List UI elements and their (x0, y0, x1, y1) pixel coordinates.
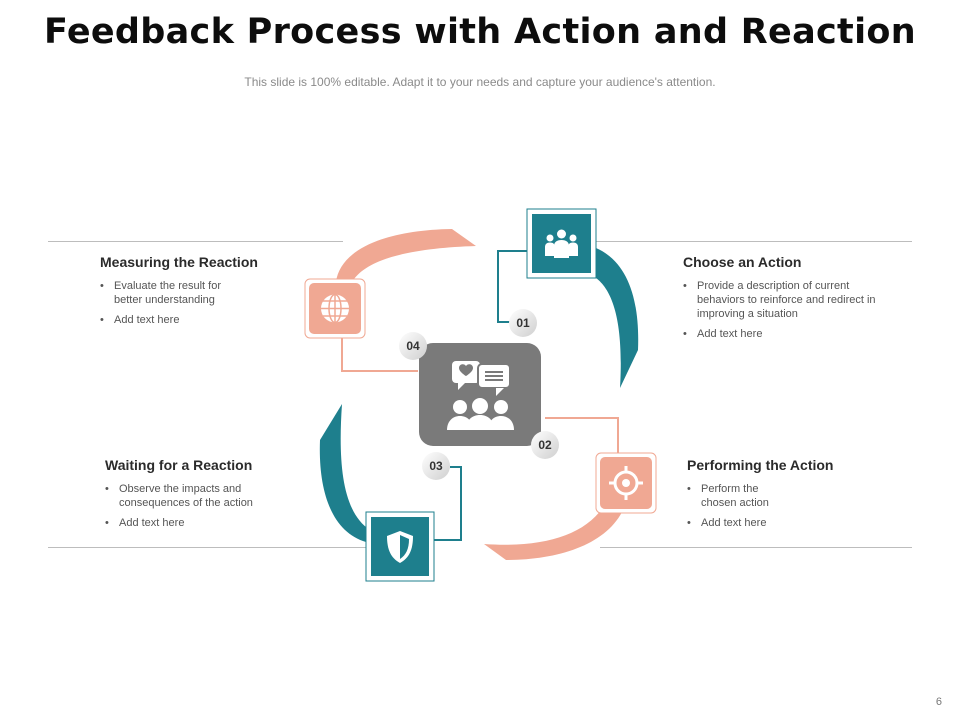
step-01-bullet: Provide a description of current behavio… (683, 279, 877, 321)
step-03-bullet: Add text here (105, 516, 305, 530)
arrow-teal-right (596, 248, 639, 388)
step-04-text-block: Measuring the Reaction Evaluate the resu… (100, 254, 300, 333)
connector-01 (497, 250, 527, 323)
page-number: 6 (935, 696, 942, 708)
step-04-badge: 04 (399, 332, 427, 360)
slide-title: Feedback Process with Action and Reactio… (44, 12, 916, 52)
arrow-salmon-top (336, 229, 476, 286)
step-03-heading: Waiting for a Reaction (105, 457, 253, 473)
step-01-number: 01 (516, 316, 530, 330)
step-04-icon-tile (304, 278, 366, 339)
step-03-icon-tile (365, 511, 435, 582)
step-04-bullet: Add text here (100, 313, 300, 327)
target-icon (609, 466, 643, 500)
step-04-bullets: Evaluate the result for better understan… (100, 279, 300, 327)
step-01-bullets: Provide a description of current behavio… (683, 279, 883, 341)
step-04-bullet: Evaluate the result for better understan… (100, 279, 244, 307)
step-02-bullets: Perform the chosen action Add text here (687, 482, 887, 530)
step-02-text-block: Performing the Action Perform the chosen… (687, 457, 887, 536)
step-02-icon-tile (595, 452, 657, 514)
step-04-number: 04 (406, 339, 420, 353)
step-03-badge: 03 (422, 452, 450, 480)
bottom-divider-left (48, 547, 366, 548)
step-01-icon-tile (526, 208, 597, 279)
connector-03 (429, 466, 462, 541)
step-01-text-block: Choose an Action Provide a description o… (683, 254, 883, 347)
step-03-bullet: Observe the impacts and consequences of … (105, 482, 279, 510)
connector-04 (341, 338, 418, 372)
step-02-heading: Performing the Action (687, 457, 834, 473)
arrow-teal-left (319, 404, 370, 542)
step-01-heading: Choose an Action (683, 254, 802, 270)
top-divider-right (593, 241, 912, 242)
shield-icon (387, 531, 413, 563)
step-02-bullet: Perform the chosen action (687, 482, 791, 510)
connector-02 (545, 417, 619, 453)
step-01-bullet: Add text here (683, 327, 883, 341)
bottom-divider-right (600, 547, 912, 548)
step-02-number: 02 (538, 438, 552, 452)
feedback-chat-people-icon (447, 361, 514, 430)
step-04-heading: Measuring the Reaction (100, 254, 258, 270)
step-01-badge: 01 (509, 309, 537, 337)
center-box (419, 343, 541, 446)
team-icon (545, 229, 578, 258)
step-02-bullet: Add text here (687, 516, 887, 530)
slide-subtitle: This slide is 100% editable. Adapt it to… (244, 75, 716, 89)
top-divider-left (48, 241, 343, 242)
globe-icon (321, 293, 349, 324)
step-03-bullets: Observe the impacts and consequences of … (105, 482, 305, 530)
arrow-salmon-bottom (484, 506, 622, 560)
step-02-badge: 02 (531, 431, 559, 459)
step-03-number: 03 (429, 459, 443, 473)
step-03-text-block: Waiting for a Reaction Observe the impac… (105, 457, 305, 536)
